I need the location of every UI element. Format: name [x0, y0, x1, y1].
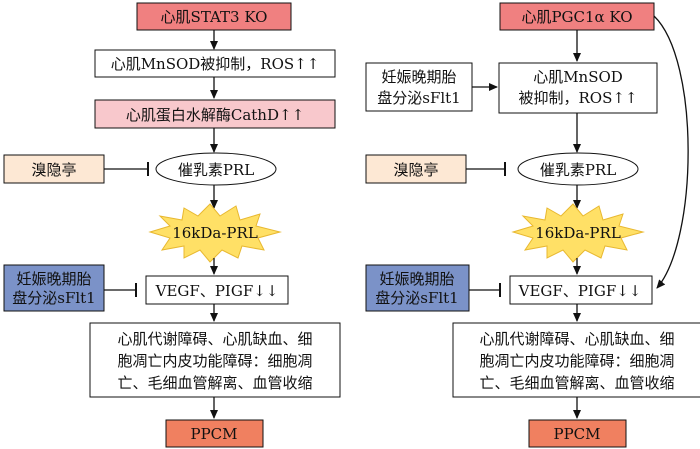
right-effect-label-1: 心肌代谢障碍、心肌缺血、细 [479, 330, 674, 348]
left-16kda-label: 16kDa-PRL [172, 224, 258, 242]
right-vegf-box [509, 275, 653, 305]
right-16kda-label: 16kDa-PRL [535, 224, 621, 242]
right-pgc1a-ko-label: 心肌PGC1α KO [521, 8, 632, 26]
right-sflt1-label-1: 妊娠晚期胎 [379, 270, 454, 288]
left-mnsod-label: 心肌MnSOD被抑制，ROS↑↑ [111, 55, 320, 73]
left-effect-label-1: 心肌代谢障碍、心肌缺血、细 [117, 330, 312, 348]
right-ppcm-box [528, 419, 627, 448]
left-pathway: 心肌STAT3 KO 心肌MnSOD被抑制，ROS↑↑ 心肌蛋白水解酶CathD… [3, 2, 341, 448]
right-sflt1-top-box [365, 62, 473, 112]
left-ppcm-label: PPCM [190, 425, 237, 443]
right-mnsod-box [498, 62, 658, 114]
right-vegf-label: VEGF、PIGF↓↓ [518, 282, 642, 300]
left-mnsod-box [94, 49, 336, 78]
left-bromocriptine-label: 溴隐亭 [31, 161, 76, 179]
right-sflt1-label-2: 盘分泌sFlt1 [375, 289, 458, 307]
right-effect-box [452, 322, 700, 398]
left-stat3-ko-box [136, 2, 292, 31]
right-16kda-burst [511, 203, 645, 263]
right-mnsod-label-2: 被抑制，ROS↑↑ [518, 89, 637, 107]
left-bromocriptine-box [3, 154, 105, 184]
right-bromocriptine-label: 溴隐亭 [393, 161, 438, 179]
right-prl-ellipse [517, 152, 639, 186]
right-pgc1a-ko-box [499, 2, 655, 31]
left-prl-label: 催乳素PRL [178, 161, 254, 179]
left-effect-box [89, 322, 341, 398]
left-effect-label-2: 胞凋亡内皮功能障碍：细胞凋 [117, 352, 312, 370]
right-sflt1-top-label-1: 妊娠晚期胎 [381, 68, 456, 86]
left-prl-ellipse [155, 152, 277, 186]
left-effect-label-3: 亡、毛细血管解离、血管收缩 [117, 374, 312, 392]
right-prl-label: 催乳素PRL [540, 161, 616, 179]
left-sflt1-label-1: 妊娠晚期胎 [16, 270, 91, 288]
right-curved-arrow [653, 15, 689, 289]
right-ppcm-label: PPCM [553, 425, 600, 443]
left-ppcm-box [165, 419, 264, 448]
left-cathd-label: 心肌蛋白水解酶CathD↑↑ [126, 106, 304, 124]
left-vegf-label: VEGF、PIGF↓↓ [155, 282, 279, 300]
right-pathway: 心肌PGC1α KO 妊娠晚期胎 盘分泌sFlt1 心肌MnSOD 被抑制，RO… [365, 2, 700, 448]
left-sflt1-box [3, 264, 105, 312]
right-sflt1-box [365, 264, 470, 312]
left-16kda-burst [148, 203, 282, 263]
left-cathd-box [94, 99, 336, 129]
left-vegf-box [145, 275, 289, 305]
left-sflt1-label-2: 盘分泌sFlt1 [12, 289, 95, 307]
right-effect-label-2: 胞凋亡内皮功能障碍：细胞凋 [479, 352, 674, 370]
right-effect-label-3: 亡、毛细血管解离、血管收缩 [479, 374, 674, 392]
left-stat3-ko-label: 心肌STAT3 KO [161, 8, 268, 26]
right-sflt1-top-label-2: 盘分泌sFlt1 [377, 89, 460, 107]
right-mnsod-label-1: 心肌MnSOD [533, 68, 623, 86]
